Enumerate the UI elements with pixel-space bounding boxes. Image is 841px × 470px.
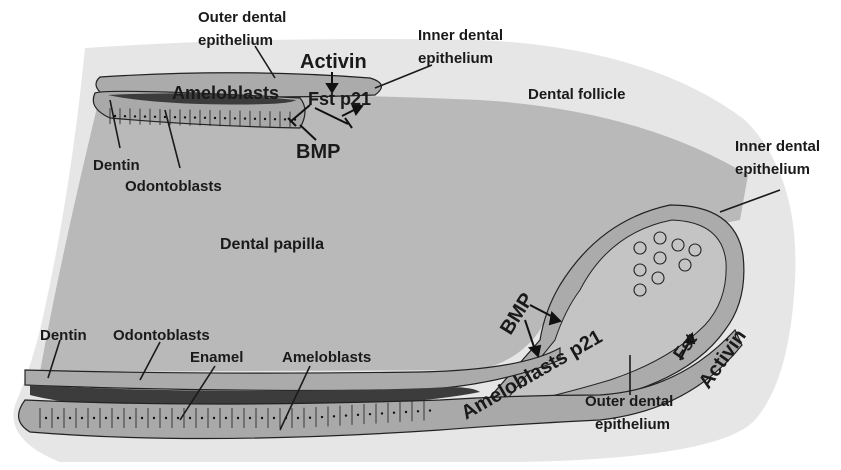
cell-nucleus [237,417,239,419]
cell-nucleus [177,417,179,419]
cell-nucleus [69,417,71,419]
label-bottom-dentin: Dentin [40,327,87,344]
label-right-inner-dental-line2: epithelium [735,161,810,178]
cell-nucleus [234,117,236,119]
label-top-bmp: BMP [296,141,340,163]
cell-nucleus [117,417,119,419]
label-top-inner-dental-line1: Inner dental [418,27,503,44]
label-bottom-ameloblasts: Ameloblasts [282,349,371,366]
cell-nucleus [273,417,275,419]
cell-nucleus [274,118,276,120]
cell-nucleus [249,417,251,419]
cell-nucleus [45,417,47,419]
label-dental-follicle: Dental follicle [528,86,626,103]
cell-nucleus [309,417,311,419]
label-top-dentin: Dentin [93,157,140,174]
cell-nucleus [284,118,286,120]
cell-nucleus [154,116,156,118]
cell-nucleus [174,116,176,118]
cell-nucleus [93,417,95,419]
cell-nucleus [129,417,131,419]
cell-nucleus [213,417,215,419]
label-top-fst-p21: Fst p21 [308,89,371,109]
cell-nucleus [189,417,191,419]
label-top-odontoblasts: Odontoblasts [125,178,222,195]
cell-nucleus [194,116,196,118]
cell-nucleus [134,115,136,117]
cell-nucleus [261,417,263,419]
cell-nucleus [165,417,167,419]
cell-nucleus [357,414,359,416]
cell-nucleus [81,417,83,419]
cell-nucleus [204,117,206,119]
label-top-activin: Activin [300,51,367,73]
label-dental-papilla: Dental papilla [220,236,324,253]
label-bottom-enamel: Enamel [190,349,243,366]
label-top-outer-dental-line1: Outer dental [198,9,286,26]
cell-nucleus [321,416,323,418]
cell-nucleus [405,411,407,413]
cell-nucleus [144,115,146,117]
cell-nucleus [429,409,431,411]
label-bottom-odontoblasts: Odontoblasts [113,327,210,344]
label-bottom-outer-dental-line1: Outer dental [585,393,673,410]
cell-nucleus [417,410,419,412]
cell-nucleus [254,118,256,120]
cell-nucleus [333,415,335,417]
cell-nucleus [244,117,246,119]
cell-nucleus [105,417,107,419]
label-top-ameloblasts: Ameloblasts [172,83,279,103]
cell-nucleus [141,417,143,419]
label-top-outer-dental-line2: epithelium [198,32,273,49]
cell-nucleus [297,417,299,419]
label-bottom-outer-dental-line2: epithelium [595,416,670,433]
label-right-inner-dental-line1: Inner dental [735,138,820,155]
cell-nucleus [153,417,155,419]
cell-nucleus [224,117,226,119]
cell-nucleus [345,414,347,416]
cell-nucleus [201,417,203,419]
cell-nucleus [393,412,395,414]
label-top-inner-dental-line2: epithelium [418,50,493,67]
cell-nucleus [214,117,216,119]
cell-nucleus [184,116,186,118]
cell-nucleus [57,417,59,419]
cell-nucleus [225,417,227,419]
cell-nucleus [369,413,371,415]
cell-nucleus [381,412,383,414]
cell-nucleus [124,115,126,117]
cell-nucleus [264,118,266,120]
